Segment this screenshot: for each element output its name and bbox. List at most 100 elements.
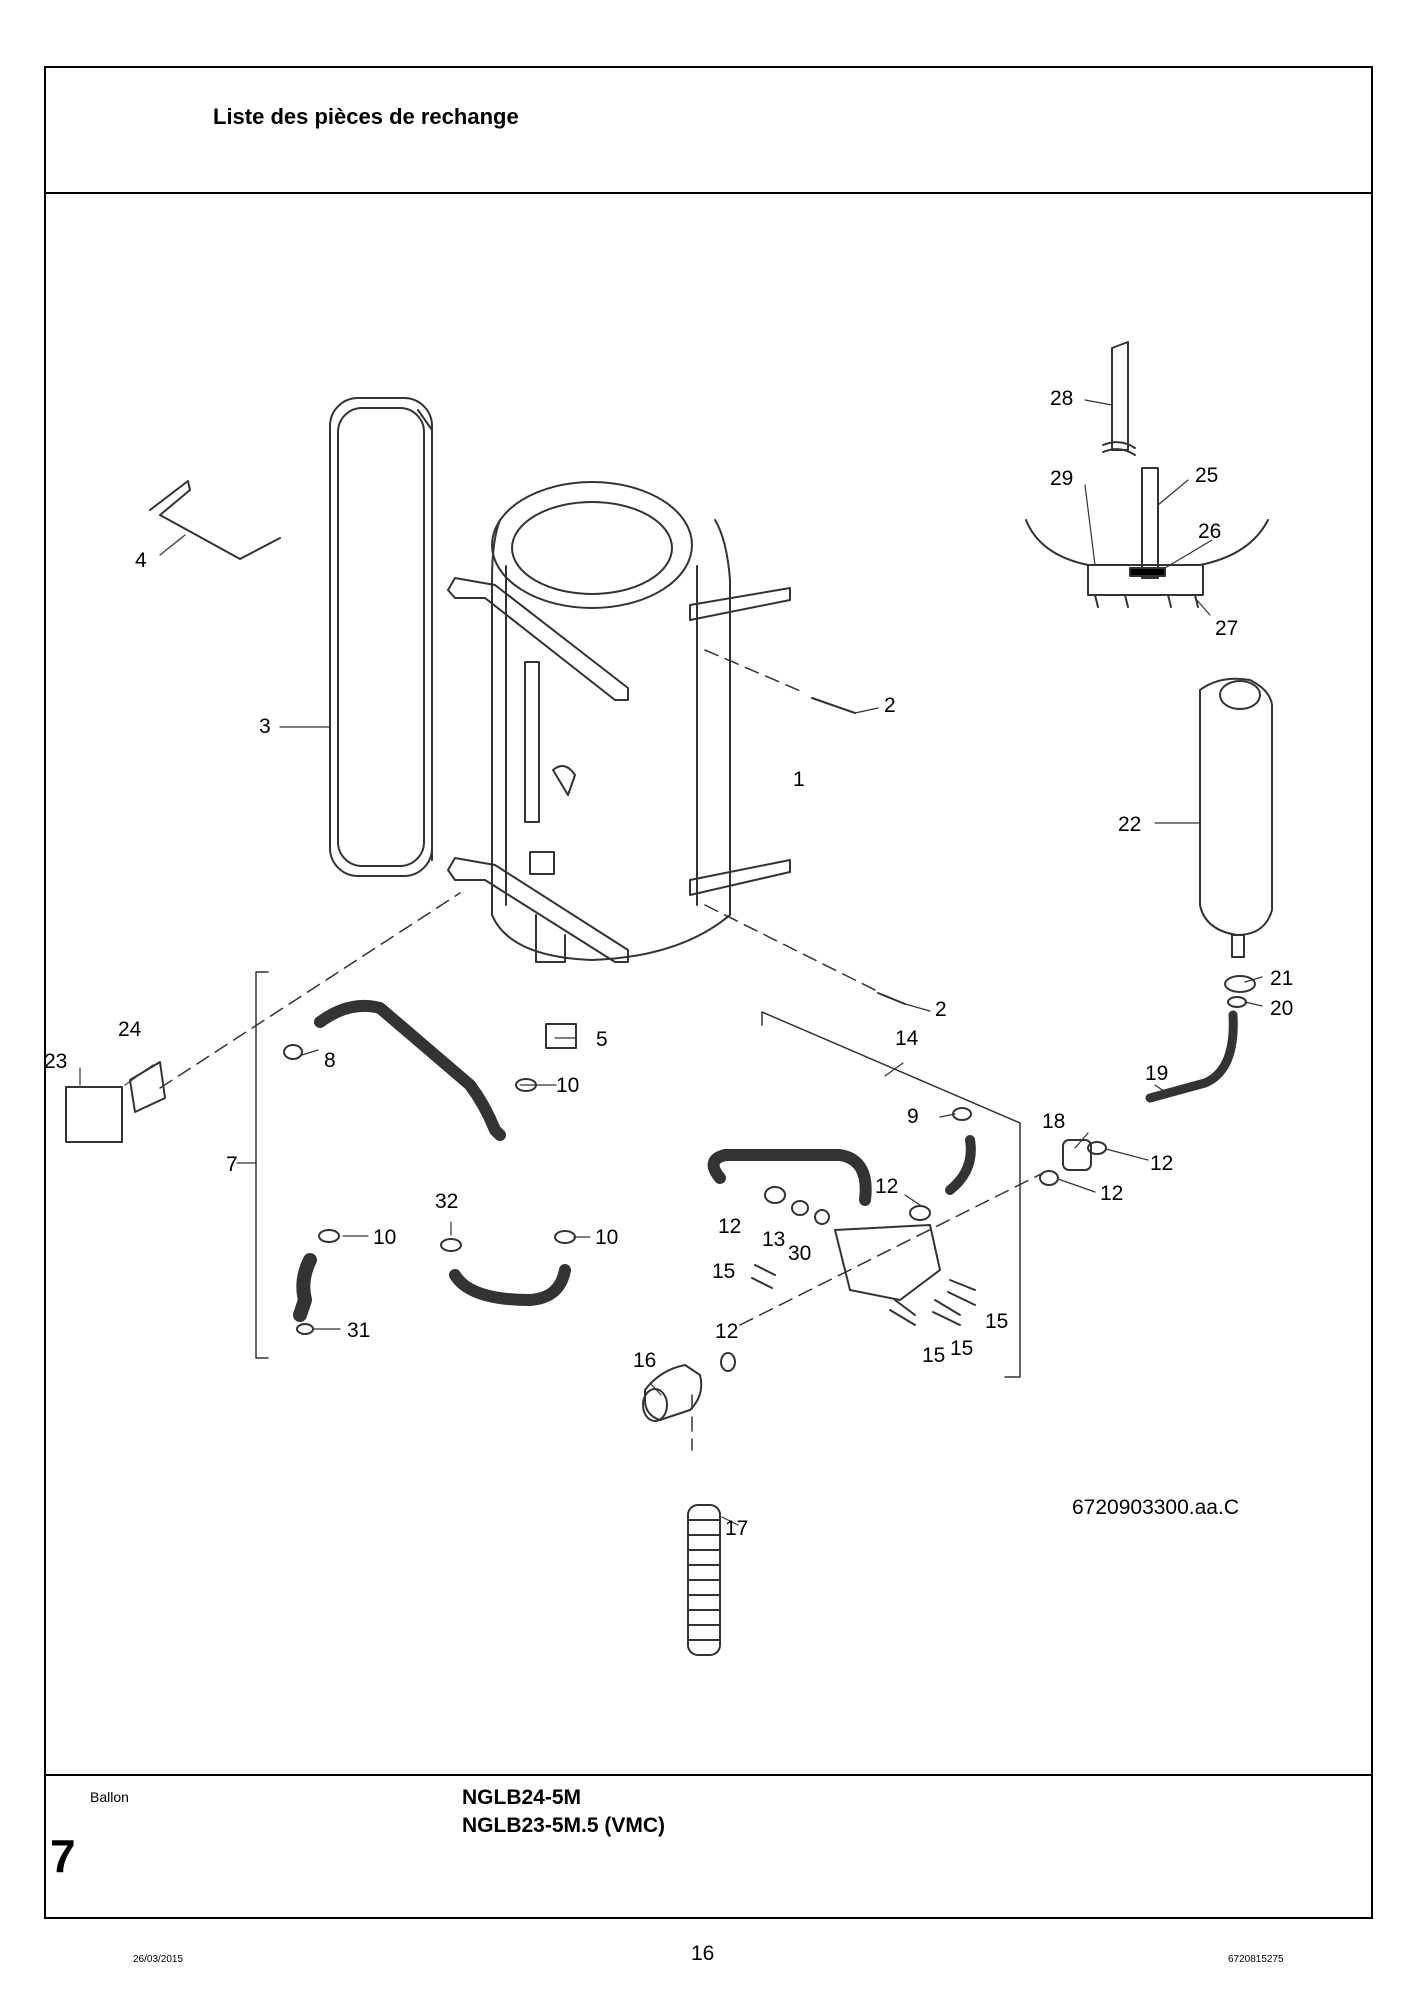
clip-part-24 xyxy=(129,1061,166,1113)
page-number: 16 xyxy=(691,1942,715,1965)
callout-28: 28 xyxy=(1050,387,1073,410)
clip-part-15a xyxy=(751,1264,776,1289)
callout-13: 13 xyxy=(762,1228,785,1251)
seal-part-31 xyxy=(296,1323,314,1335)
callout-12b: 12 xyxy=(1100,1182,1123,1205)
page-title: Liste des pièces de rechange xyxy=(213,104,519,129)
callout-12a: 12 xyxy=(1150,1152,1173,1175)
pipe-part-9 xyxy=(945,1135,976,1195)
component-part-23 xyxy=(65,1086,123,1143)
seal-part-10b xyxy=(318,1229,340,1243)
callout-24: 24 xyxy=(118,1018,142,1041)
seal-part-8 xyxy=(283,1044,303,1060)
leader-lines xyxy=(79,399,1263,1526)
callout-23: 23 xyxy=(44,1050,67,1073)
page-frame xyxy=(44,66,1373,1919)
callout-15b: 15 xyxy=(985,1310,1008,1333)
callout-17: 17 xyxy=(725,1517,748,1540)
seal-part-12c xyxy=(720,1352,736,1372)
callout-15c: 15 xyxy=(950,1337,973,1360)
pipe-upper-part xyxy=(314,999,506,1141)
diagram-reference: 6720903300.aa.C xyxy=(1072,1496,1239,1519)
callout-16: 16 xyxy=(633,1349,656,1372)
callout-31: 31 xyxy=(347,1319,370,1342)
callout-4: 4 xyxy=(135,549,147,572)
seal-part-12a xyxy=(764,1186,786,1204)
section-number: 7 xyxy=(50,1830,76,1882)
callout-25: 25 xyxy=(1195,464,1218,487)
clip-part-15c xyxy=(889,1299,916,1326)
part-13 xyxy=(791,1200,809,1216)
footer-date: 26/03/2015 xyxy=(133,1954,184,1965)
document-number: 6720815275 xyxy=(1228,1954,1284,1965)
pipe-group14 xyxy=(707,1149,872,1206)
callout-10b: 10 xyxy=(373,1226,396,1249)
seal-part-12d xyxy=(1087,1141,1107,1155)
seal-part-10c xyxy=(554,1230,576,1244)
upper-bracket-part xyxy=(447,577,629,701)
lower-bracket-part xyxy=(447,857,629,963)
callout-12d: 12 xyxy=(718,1215,741,1238)
callout-18: 18 xyxy=(1042,1110,1065,1133)
footer-divider xyxy=(44,1774,1373,1776)
callout-12e: 12 xyxy=(715,1320,738,1343)
corrugated-hose-part-17 xyxy=(687,1504,721,1656)
hose-part-19 xyxy=(1145,1010,1238,1103)
callout-7: 7 xyxy=(226,1153,238,1176)
lower-bracket-arm xyxy=(689,859,791,896)
clip-part-15d xyxy=(932,1299,961,1326)
siphon-part-16 xyxy=(644,1364,703,1421)
clip-part-5 xyxy=(545,1023,577,1049)
callout-14: 14 xyxy=(895,1027,919,1050)
callout-3: 3 xyxy=(259,715,271,738)
tank-part xyxy=(491,481,731,963)
callout-29: 29 xyxy=(1050,467,1073,490)
upper-bracket-arm xyxy=(689,587,791,621)
callout-12c: 12 xyxy=(875,1175,898,1198)
expansion-vessel-part xyxy=(329,397,433,877)
fitting-part-18 xyxy=(1062,1139,1092,1171)
callout-labels: 1 2 2 3 4 5 7 8 9 10 10 10 12 12 12 12 1… xyxy=(44,387,1293,1540)
vessel-22-part xyxy=(1199,677,1273,958)
callout-10c: 10 xyxy=(595,1226,618,1249)
seal-part-9 xyxy=(952,1107,972,1121)
callout-32: 32 xyxy=(435,1190,458,1213)
screw-part-lower xyxy=(877,992,906,1005)
callout-8: 8 xyxy=(324,1049,336,1072)
seal-part-32 xyxy=(440,1238,462,1252)
part-30 xyxy=(814,1209,830,1225)
valve-block-part xyxy=(834,1224,941,1301)
group-bracket-7 xyxy=(255,971,269,1359)
callout-1: 1 xyxy=(793,768,805,791)
model-name-2: NGLB23-5M.5 (VMC) xyxy=(462,1814,666,1837)
callout-15d: 15 xyxy=(922,1344,945,1367)
pipe-lower-part xyxy=(449,1264,571,1306)
seal-part-12b xyxy=(909,1205,931,1221)
screw-part-upper xyxy=(811,697,856,714)
seal-part-20 xyxy=(1227,996,1247,1008)
callout-22: 22 xyxy=(1118,813,1141,836)
callout-15a: 15 xyxy=(712,1260,735,1283)
callout-2-lower: 2 xyxy=(935,998,947,1021)
header-divider xyxy=(44,192,1373,194)
callout-2-upper: 2 xyxy=(884,694,896,717)
callout-20: 20 xyxy=(1270,997,1293,1020)
callout-19: 19 xyxy=(1145,1062,1168,1085)
callout-30: 30 xyxy=(788,1242,811,1265)
callout-21: 21 xyxy=(1270,967,1293,990)
clip-part-15b xyxy=(947,1279,976,1306)
wire-bracket-part xyxy=(149,480,281,560)
detail-inset xyxy=(1025,341,1269,608)
siphon-end xyxy=(642,1388,668,1422)
model-name-1: NGLB24-5M xyxy=(462,1786,582,1809)
nut-part-21 xyxy=(1224,975,1256,993)
assembly-lines xyxy=(159,649,1046,1451)
section-label: Ballon xyxy=(90,1789,129,1805)
callout-26: 26 xyxy=(1198,520,1221,543)
elbow-part xyxy=(293,1253,317,1322)
callout-5: 5 xyxy=(596,1028,608,1051)
callout-27: 27 xyxy=(1215,617,1238,640)
callout-9: 9 xyxy=(907,1105,919,1128)
group-bracket-14 xyxy=(761,1011,1021,1378)
